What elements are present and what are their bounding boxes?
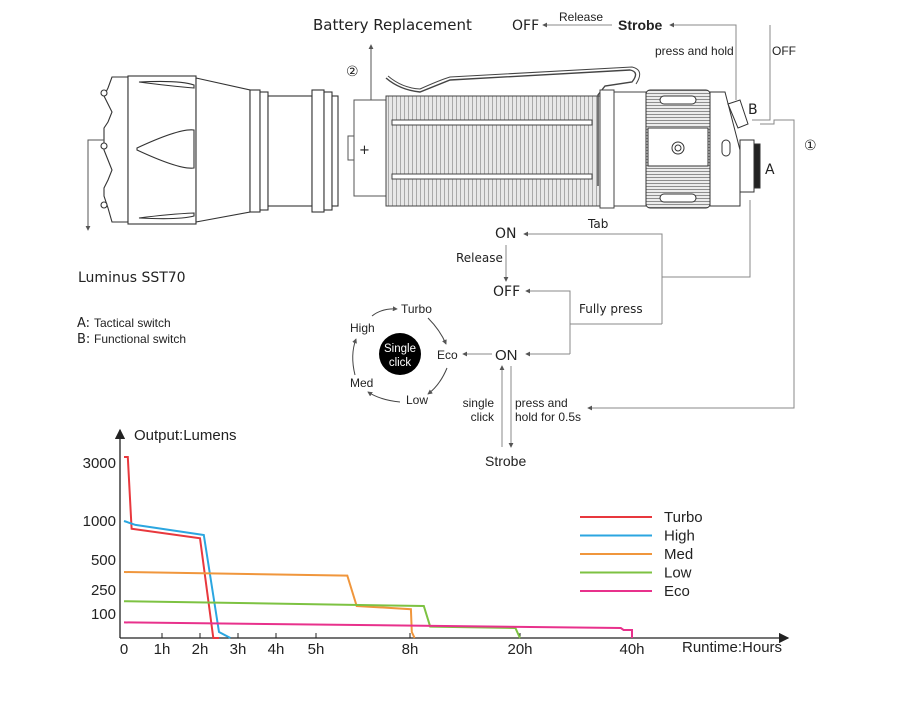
legend-label-turbo: Turbo [664, 509, 703, 526]
top-release-label: Release [559, 10, 603, 24]
press-hold-label-line2: hold for 0.5s [515, 410, 581, 424]
battery-plus-sign: + [359, 143, 370, 158]
single-click-badge-line2: click [389, 357, 412, 369]
single-click-label-line1: single [463, 396, 495, 410]
mode-low: Low [406, 393, 428, 407]
y-tick-label: 250 [91, 582, 116, 599]
legend-label-low: Low [664, 565, 692, 582]
tactical-strobe-label: Strobe [485, 453, 526, 469]
series-line-low [123, 600, 521, 639]
emitter-leader-line [85, 139, 104, 231]
legend-label-high: High [664, 528, 695, 545]
tab-label: Tab [587, 217, 608, 231]
battery-replacement-label: Battery Replacement [313, 16, 472, 34]
tactical-on-bottom-label: ON [495, 347, 518, 364]
single-click-label-line2: click [471, 410, 495, 424]
mode-cycle-arrows [352, 306, 448, 403]
flashlight-head [100, 75, 339, 225]
x-axis-label: Runtime:Hours [682, 639, 782, 656]
switch-a-label: A [765, 162, 775, 178]
switch-b-label: B [748, 102, 758, 118]
emitter-label: Luminus SST70 [78, 270, 186, 286]
y-tick-label: 100 [91, 606, 116, 623]
x-tick-label: 8h [402, 641, 419, 658]
top-strobe-label: Strobe [618, 17, 663, 33]
marker-1: ① [804, 138, 817, 154]
mode-med: Med [350, 376, 373, 390]
x-tick-label: 5h [308, 641, 325, 658]
y-tick-label: 500 [91, 552, 116, 569]
press-and-hold-label: press and hold [655, 44, 734, 58]
legend-b-text: Functional switch [94, 332, 186, 346]
press-hold-label-line1: press and [515, 396, 568, 410]
x-tick-label: 4h [268, 641, 285, 658]
series-line-eco [123, 621, 633, 638]
battery [347, 99, 387, 197]
flashlight-body [385, 66, 647, 209]
series-line-med [123, 571, 416, 639]
mode-turbo: Turbo [401, 302, 432, 316]
legend-a-key: A: [77, 316, 90, 331]
tactical-flow-lines [462, 200, 751, 448]
legend-label-eco: Eco [664, 583, 690, 600]
x-tick-label: 3h [230, 641, 247, 658]
legend-label-med: Med [664, 546, 693, 563]
fully-press-label: Fully press [579, 302, 643, 316]
tail-cap [645, 89, 761, 209]
mode-high: High [350, 321, 375, 335]
x-tick-label: 20h [507, 641, 532, 658]
tactical-switch-a[interactable] [753, 143, 761, 189]
single-click-badge-line1: Single [384, 343, 416, 355]
x-tick-label: 0 [120, 641, 128, 658]
x-tick-label: 1h [154, 641, 171, 658]
series-line-turbo [124, 456, 219, 639]
top-flow-lines [542, 22, 795, 411]
tactical-off-label: OFF [493, 284, 520, 300]
tactical-on-top-label: ON [495, 226, 517, 242]
functional-switch-b[interactable] [727, 99, 749, 129]
x-tick-label: 40h [619, 641, 644, 658]
x-tick-label: 2h [192, 641, 209, 658]
marker-2: ② [346, 64, 359, 80]
legend-a-text: Tactical switch [94, 316, 171, 330]
series-line-high [123, 520, 231, 639]
single-click-badge [379, 333, 421, 375]
y-tick-label: 3000 [83, 455, 116, 472]
tactical-release-label: Release [456, 251, 503, 265]
mode-eco: Eco [437, 348, 458, 362]
legend-b-key: B: [77, 332, 90, 347]
runtime-chart: Output:Lumens Runtime:Hours 300010005002… [83, 427, 790, 658]
top-off-label: OFF [512, 18, 539, 34]
y-tick-label: 1000 [83, 513, 116, 530]
top-off-right-label: OFF [772, 44, 796, 58]
y-axis-label: Output:Lumens [134, 427, 237, 444]
